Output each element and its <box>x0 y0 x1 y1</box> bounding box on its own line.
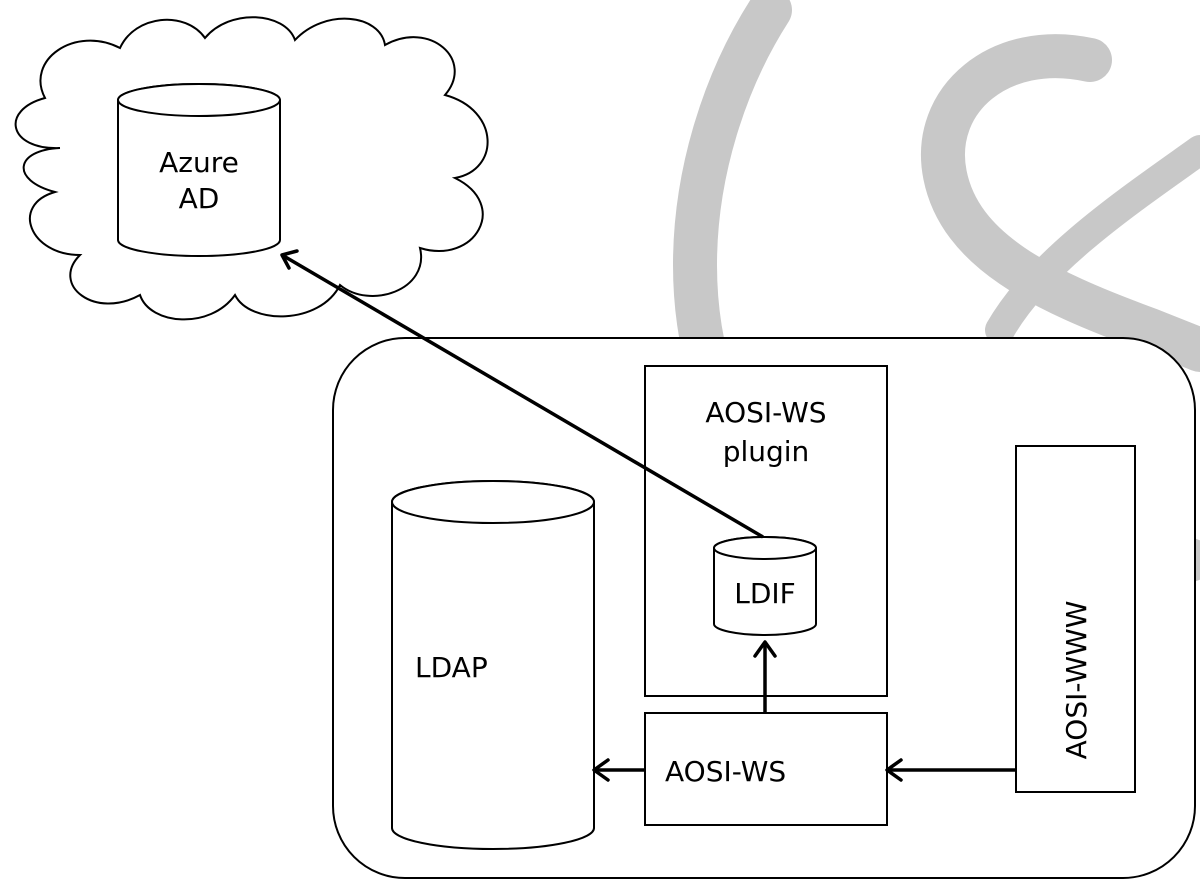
ldif-database[interactable]: LDIF <box>713 536 817 636</box>
azure-ad-label-line1: Azure <box>159 146 239 179</box>
ldap-label: LDAP <box>415 651 488 684</box>
aosi-ws-label: AOSI-WS <box>665 755 786 788</box>
azure-ad-label-line2: AD <box>179 182 220 215</box>
plugin-label-line2: plugin <box>723 435 810 468</box>
azure-ad-database[interactable]: Azure AD <box>117 83 281 257</box>
plugin-label-line1: AOSI-WS <box>705 396 826 429</box>
aosi-www-label: AOSI-WWW <box>1060 601 1093 760</box>
aosi-www-frame <box>1015 445 1136 793</box>
arrow-aosi-ws-to-ldif <box>753 640 777 713</box>
cylinder-top <box>713 536 817 560</box>
ldif-label: LDIF <box>734 577 796 610</box>
ldap-database[interactable]: LDAP <box>391 480 595 850</box>
aosi-ws-box[interactable]: AOSI-WS <box>644 712 888 826</box>
arrow-aosi-ws-to-ldap <box>592 758 645 782</box>
aosi-www-box[interactable]: AOSI-WWW <box>1015 445 1136 793</box>
cylinder-top <box>391 480 595 524</box>
cylinder-top <box>117 83 281 117</box>
arrow-ldif-to-azure-ad <box>280 249 764 539</box>
arrow-aosi-www-to-aosi-ws <box>885 758 1016 782</box>
